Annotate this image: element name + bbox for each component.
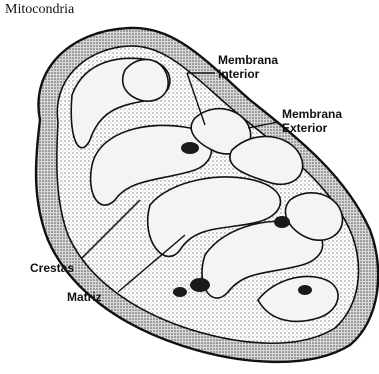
label-inner-membrane-line2: Interior xyxy=(218,67,260,81)
figure-title: Mitocondria xyxy=(5,2,74,18)
label-cristae: Crestas xyxy=(30,261,74,275)
label-outer-membrane-line2: Exterior xyxy=(282,121,328,135)
label-outer-membrane-line1: Membrana xyxy=(282,107,342,121)
label-matrix: Matriz xyxy=(67,290,102,304)
label-inner-membrane-line1: Membrana xyxy=(218,53,278,67)
